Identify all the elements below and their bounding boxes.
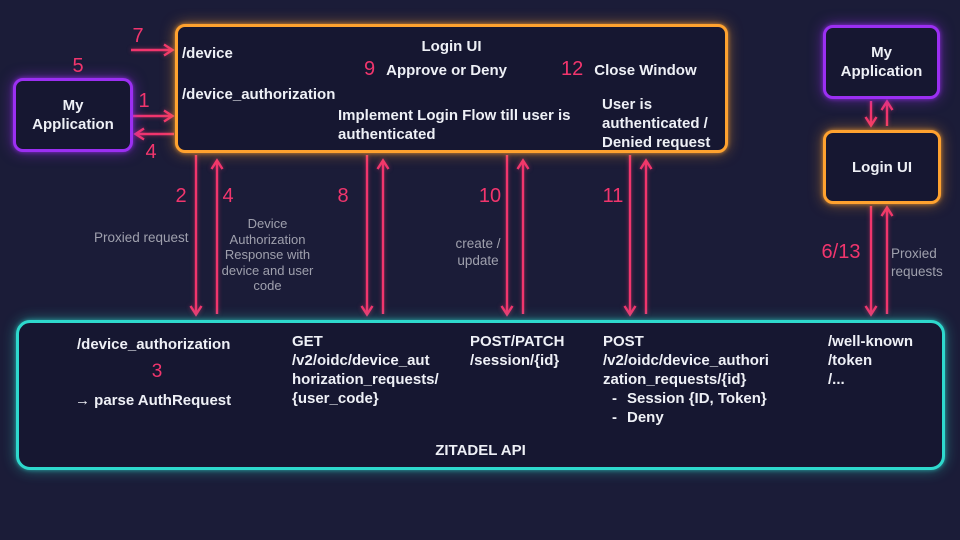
- zitadel-api-box: /device_authorization 3 → parse AuthRequ…: [16, 320, 945, 470]
- api-post-patch-session: POST/PATCH/session/{id}: [470, 333, 565, 369]
- step12-number: 12: [561, 58, 584, 80]
- step11-number: 11: [602, 185, 624, 207]
- step9-label: Approve or Deny: [386, 62, 507, 79]
- step9-number: 9: [364, 58, 376, 80]
- my-application-label-right: My Application: [840, 44, 923, 80]
- step7-number: 7: [132, 25, 144, 47]
- proxied-request-note: Proxied request: [94, 230, 189, 245]
- zitadel-api-title: ZITADEL API: [435, 442, 526, 459]
- login-ui-title: Login UI: [421, 38, 482, 55]
- my-application-box-right: My Application: [823, 25, 940, 99]
- device-authorization-endpoint-label: /device_authorization: [182, 86, 336, 103]
- step12-label: Close Window: [594, 62, 697, 79]
- api-wellknown-token: /well-known/token/...: [828, 333, 914, 388]
- step8-number: 8: [337, 185, 349, 207]
- login-ui-box-right: Login UI: [823, 130, 941, 204]
- step9-approve-or-deny: 9 Approve or Deny: [364, 59, 507, 80]
- step3-number: 3: [151, 361, 163, 382]
- create-update-note: create /update: [455, 236, 501, 268]
- login-ui-label-right: Login UI: [852, 158, 912, 176]
- step1-number: 1: [138, 90, 150, 112]
- step4-mid-number: 4: [222, 185, 234, 207]
- step2-number: 2: [175, 185, 187, 207]
- step12-close-window: 12 Close Window: [561, 59, 697, 80]
- bullet-dash: -: [612, 390, 617, 407]
- step6-13-number: 6/13: [821, 241, 861, 263]
- bullet-deny: - Deny: [612, 409, 664, 426]
- step4-left-number: 4: [145, 141, 157, 163]
- my-application-label-left: My Application: [32, 97, 114, 133]
- login-ui-box: /device /device_authorization Login UI 9…: [175, 24, 728, 153]
- device-endpoint-label: /device: [182, 45, 233, 62]
- step10-number: 10: [478, 185, 502, 207]
- step5-number: 5: [72, 55, 84, 77]
- bullet-session-id-token: - Session {ID, Token}: [612, 390, 767, 407]
- api-device-authorization-endpoint: /device_authorization: [77, 336, 231, 353]
- bullet-dash: -: [612, 409, 617, 426]
- parse-authrequest-note: → parse AuthRequest: [75, 392, 232, 409]
- my-application-box-left: My Application: [13, 78, 133, 152]
